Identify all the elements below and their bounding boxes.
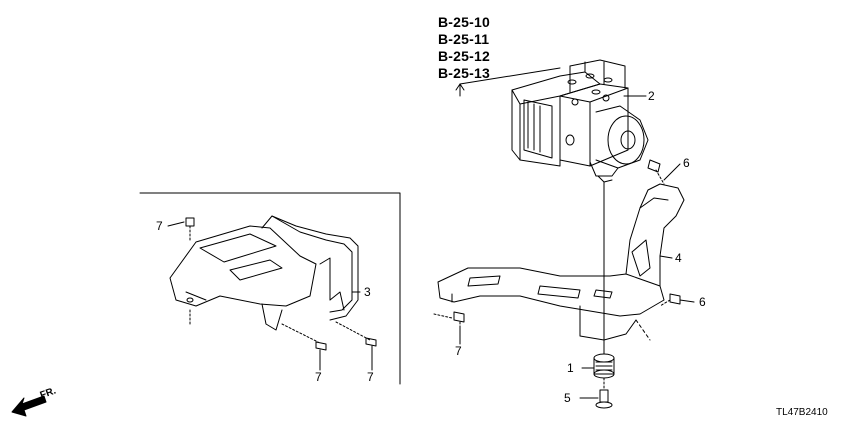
bottom-bolt <box>595 377 613 409</box>
mount-rubber <box>593 353 615 379</box>
bolt-6-top <box>647 159 665 185</box>
reference-arrow <box>455 67 561 97</box>
callout-bolt-7-inset-top: 7 <box>156 219 163 233</box>
bolt-6-lower <box>659 293 681 307</box>
callout-modulator: 2 <box>648 89 655 103</box>
reference-code-3[interactable]: B-25-12 <box>438 48 490 64</box>
inset-bracket <box>169 215 377 357</box>
callout-right-bracket: 4 <box>675 251 682 265</box>
callout-bottom-bolt: 5 <box>564 391 571 405</box>
callout-bolt-7-main: 7 <box>455 344 462 358</box>
callout-left-bracket: 3 <box>364 285 371 299</box>
callout-bolt-7-inset-left: 7 <box>315 370 322 384</box>
callout-bolt-7-inset-right: 7 <box>367 370 374 384</box>
right-bracket <box>437 183 685 341</box>
leader-lines <box>167 95 695 399</box>
front-arrow-icon <box>11 395 47 417</box>
reference-code-1[interactable]: B-25-10 <box>438 14 490 30</box>
diagram-code: TL47B2410 <box>776 407 828 418</box>
inset-frame <box>139 192 401 385</box>
callout-bolt-6-top: 6 <box>683 156 690 170</box>
callout-bolt-6-lower: 6 <box>699 295 706 309</box>
reference-code-4[interactable]: B-25-13 <box>438 65 490 81</box>
callout-mount-rubber: 1 <box>567 361 574 375</box>
abs-modulator <box>511 59 649 183</box>
reference-code-2[interactable]: B-25-11 <box>438 31 490 47</box>
